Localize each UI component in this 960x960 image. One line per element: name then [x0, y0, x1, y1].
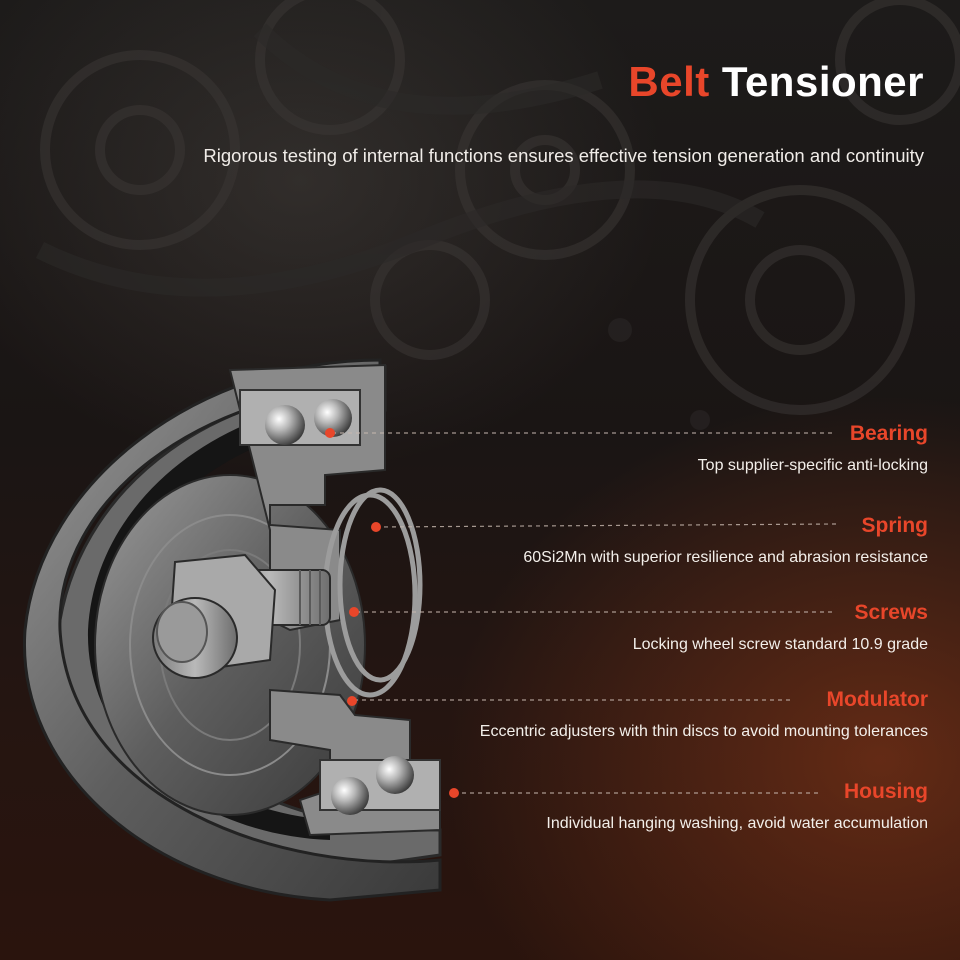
feature-description: Individual hanging washing, avoid water …: [546, 815, 928, 832]
title-accent-word: Belt: [628, 58, 710, 105]
feature-description: Top supplier-specific anti-locking: [697, 457, 928, 474]
feature-description: 60Si2Mn with superior resilience and abr…: [523, 549, 928, 566]
page-subtitle: Rigorous testing of internal functions e…: [203, 145, 924, 166]
feature-name: Housing: [844, 780, 928, 803]
feature-name: Spring: [861, 514, 929, 537]
feature-name: Screws: [854, 601, 928, 624]
page-title: Belt Tensioner: [628, 58, 924, 106]
tensioner-cutaway-image: [23, 358, 442, 902]
feature-modulator: Modulator Eccentric adjusters with thin …: [480, 688, 928, 741]
title-word: Tensioner: [721, 58, 924, 105]
feature-bearing: Bearing Top supplier-specific anti-locki…: [698, 422, 928, 475]
feature-spring: Spring 60Si2Mn with superior resilience …: [523, 514, 928, 567]
feature-description: Locking wheel screw standard 10.9 grade: [632, 636, 928, 653]
feature-screws: Screws Locking wheel screw standard 10.9…: [633, 601, 928, 654]
feature-name: Modulator: [826, 688, 928, 711]
feature-description: Eccentric adjusters with thin discs to a…: [479, 723, 928, 740]
feature-name: Bearing: [849, 422, 928, 445]
feature-housing: Housing Individual hanging washing, avoi…: [546, 780, 928, 833]
